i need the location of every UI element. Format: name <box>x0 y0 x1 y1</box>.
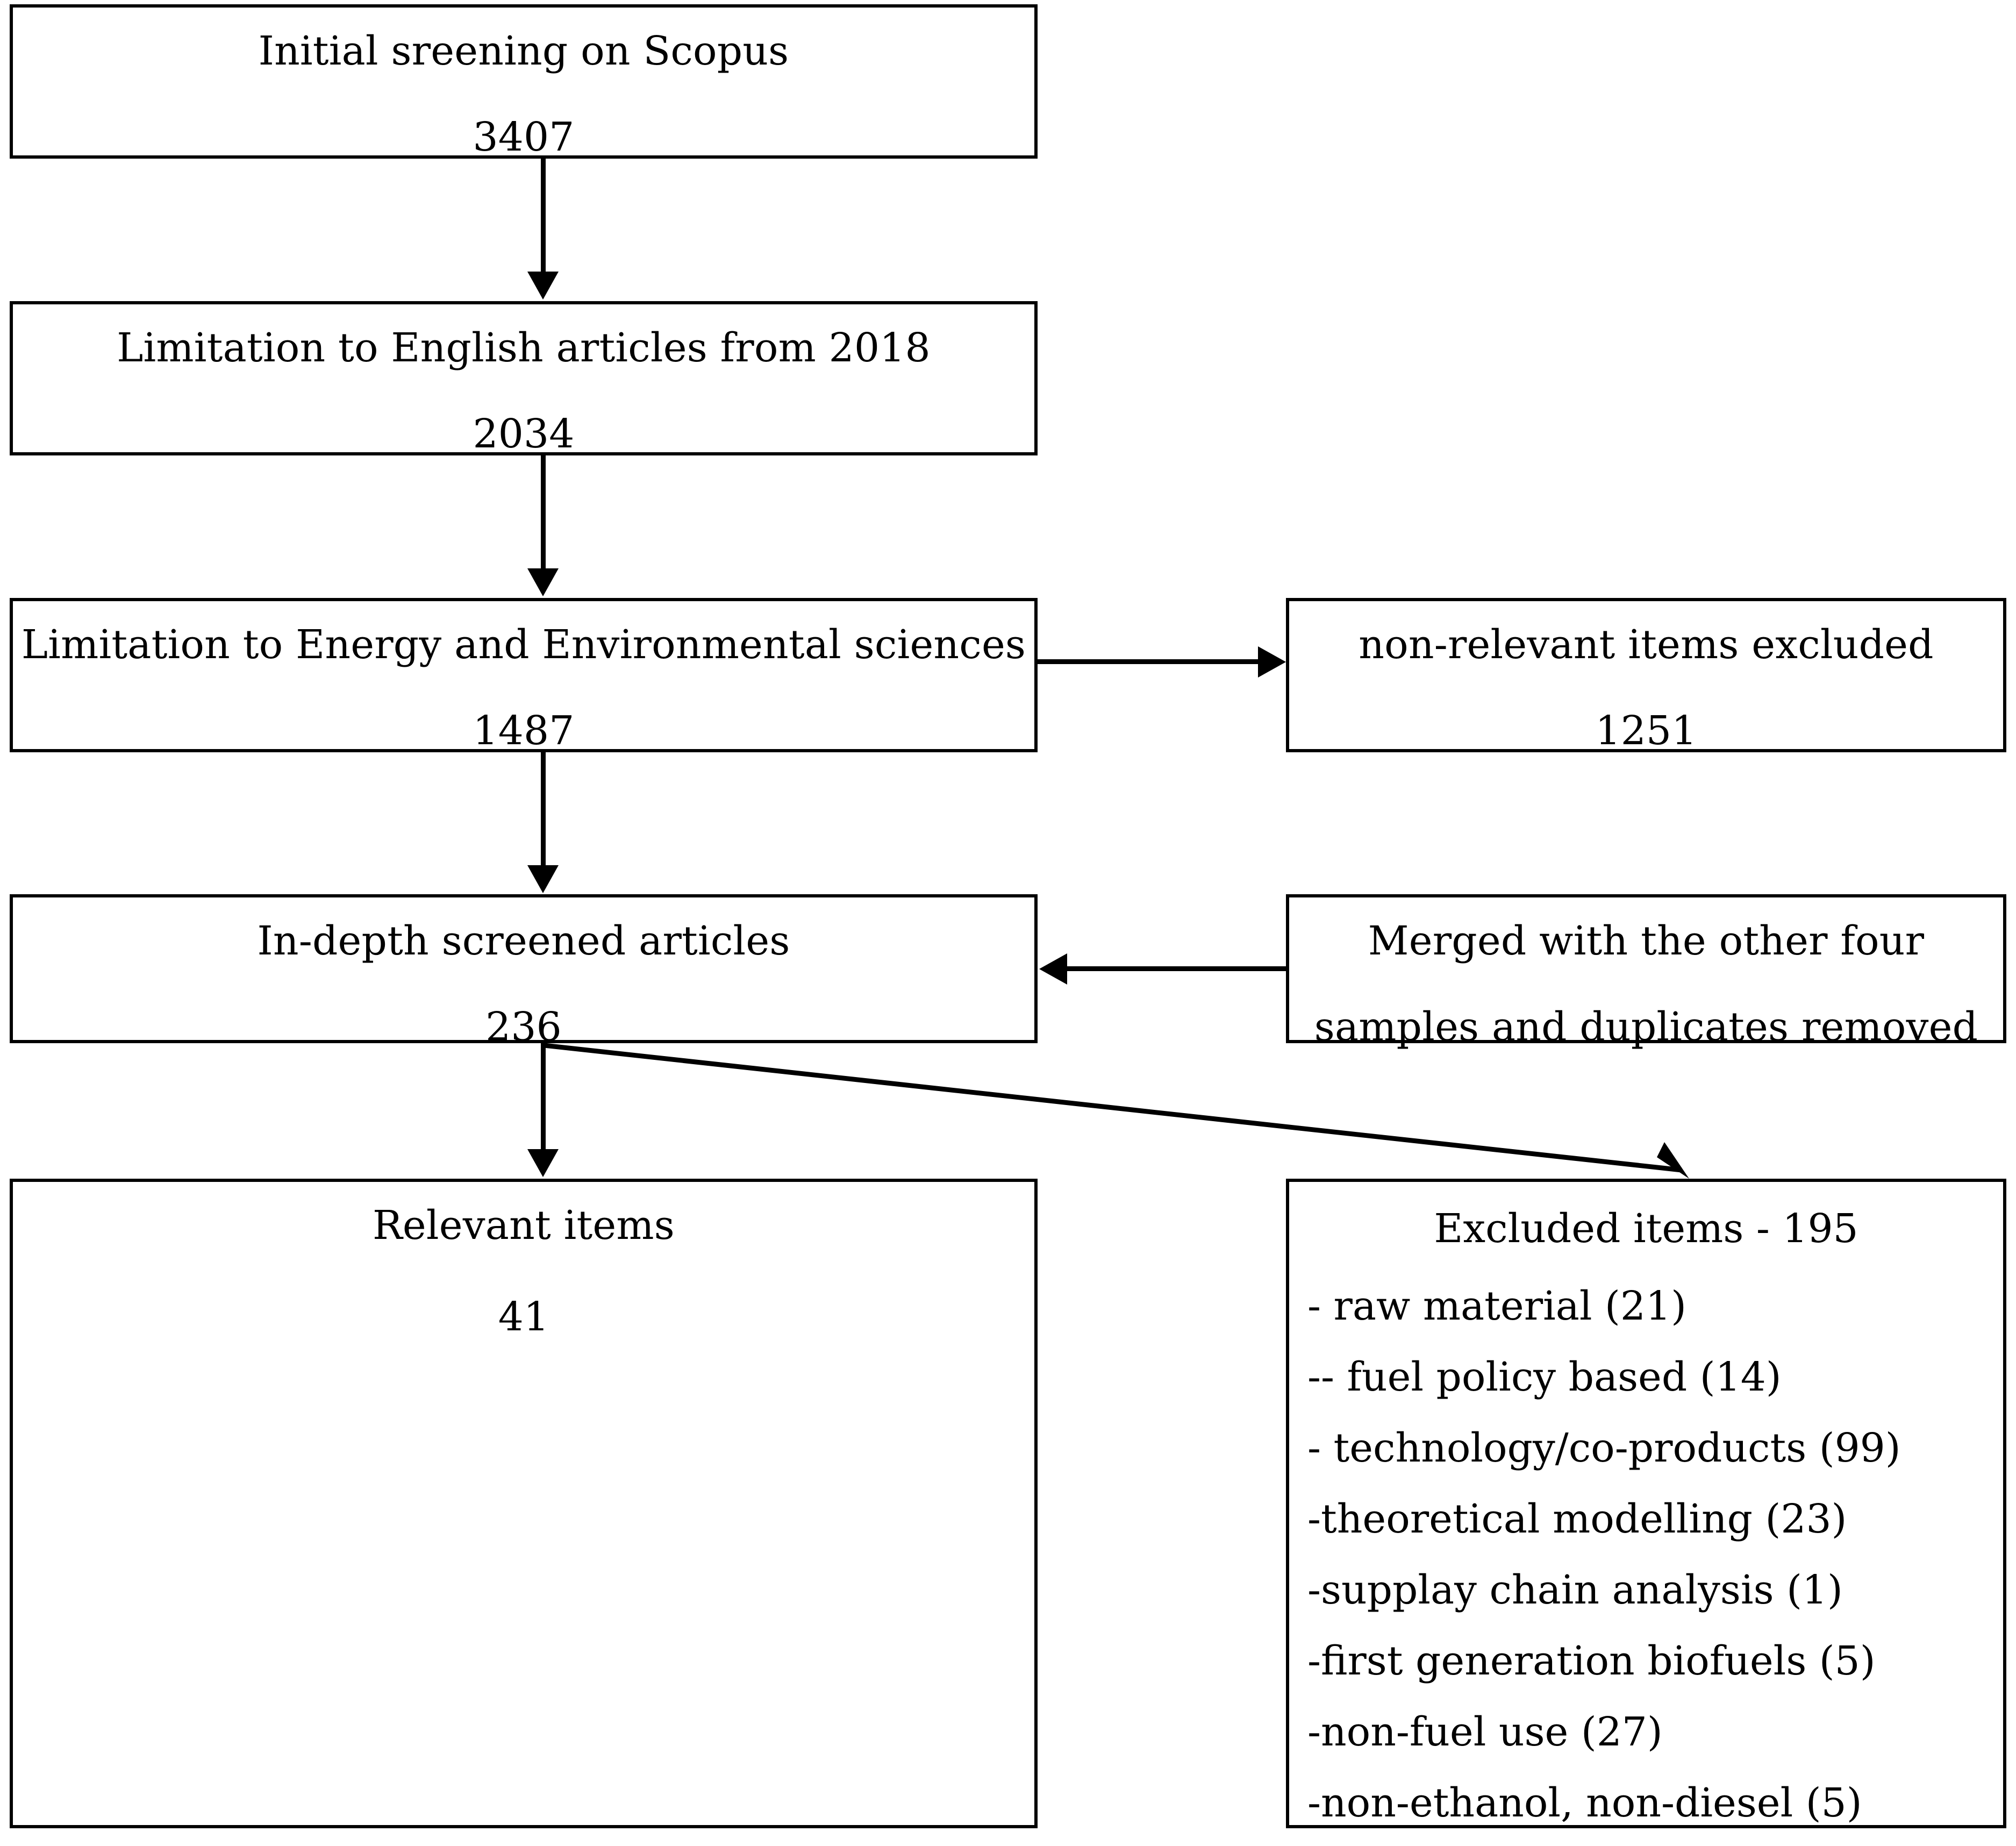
node-in-depth-screened[interactable]: In-depth screened articles 236 <box>10 894 1038 1047</box>
edge-english-to-energy-line <box>541 455 546 571</box>
node-initial-screening-count: 3407 <box>473 114 575 160</box>
node-energy-environmental[interactable]: Limitation to Energy and Environmental s… <box>10 598 1038 752</box>
node-initial-screening[interactable]: Initial sreening on Scopus 3407 <box>10 4 1038 159</box>
edge-energy-to-nonrelevant-arrowhead <box>1258 646 1286 678</box>
spacer <box>13 961 1034 1007</box>
excluded-reason-item: -non-ethanol, non-diesel (5) <box>1307 1780 1862 1826</box>
edge-merged-to-indepth-arrowhead <box>1039 953 1067 985</box>
edge-initial-to-english-line <box>541 159 546 274</box>
node-relevant-items-count: 41 <box>498 1294 549 1340</box>
spacer <box>13 71 1034 117</box>
node-excluded-items[interactable]: Excluded items - 195 - raw material (21)… <box>1286 1179 2006 1828</box>
spacer <box>13 665 1034 711</box>
node-relevant-items-label: Relevant items <box>373 1202 675 1249</box>
edge-indepth-to-relevant-line <box>541 1043 546 1151</box>
excluded-reason-item: -supplay chain analysis (1) <box>1307 1567 1843 1613</box>
spacer <box>1289 961 2003 1007</box>
node-english-2018-label: Limitation to English articles from 2018 <box>117 325 931 371</box>
edge-energy-to-nonrelevant-line <box>1038 659 1261 664</box>
node-initial-screening-label: Initial sreening on Scopus <box>258 28 789 74</box>
edge-merged-to-indepth-line <box>1067 966 1286 971</box>
node-energy-environmental-label: Limitation to Energy and Environmental s… <box>21 622 1026 668</box>
spacer <box>13 1245 1034 1297</box>
node-excluded-items-heading: Excluded items - 195 <box>1434 1206 1858 1252</box>
edge-indepth-to-relevant-arrowhead <box>527 1149 559 1177</box>
spacer <box>13 368 1034 414</box>
excluded-reason-item: -first generation biofuels (5) <box>1307 1638 1876 1684</box>
node-energy-environmental-count: 1487 <box>473 708 575 754</box>
edge-initial-to-english-arrowhead <box>527 272 559 300</box>
edge-energy-to-indepth-arrowhead <box>527 865 559 893</box>
excluded-reason-item: -non-fuel use (27) <box>1307 1709 1663 1755</box>
node-non-relevant-excluded[interactable]: non-relevant items excluded 1251 <box>1286 598 2006 752</box>
excluded-reason-item: - technology/co-products (99) <box>1307 1425 1901 1471</box>
node-english-2018[interactable]: Limitation to English articles from 2018… <box>10 301 1038 455</box>
node-relevant-items[interactable]: Relevant items 41 <box>10 1179 1038 1828</box>
node-merged-samples-line2: samples and duplicates removed <box>1314 1004 1978 1050</box>
excluded-reason-item: - raw material (21) <box>1307 1283 1686 1329</box>
node-in-depth-screened-label: In-depth screened articles <box>257 918 790 964</box>
spacer <box>1289 665 2003 711</box>
excluded-reason-item: -- fuel policy based (14) <box>1307 1354 1782 1400</box>
node-in-depth-screened-count: 236 <box>485 1004 562 1050</box>
edge-energy-to-indepth-line <box>541 752 546 868</box>
node-non-relevant-excluded-label: non-relevant items excluded <box>1359 622 1934 668</box>
excluded-reason-item: -theoretical modelling (23) <box>1307 1496 1847 1542</box>
edge-english-to-energy-arrowhead <box>527 568 559 596</box>
node-english-2018-count: 2034 <box>473 411 575 457</box>
node-merged-samples-line1: Merged with the other four <box>1368 918 1925 964</box>
node-merged-samples[interactable]: Merged with the other four samples and d… <box>1286 894 2006 1047</box>
node-non-relevant-excluded-count: 1251 <box>1595 708 1697 754</box>
